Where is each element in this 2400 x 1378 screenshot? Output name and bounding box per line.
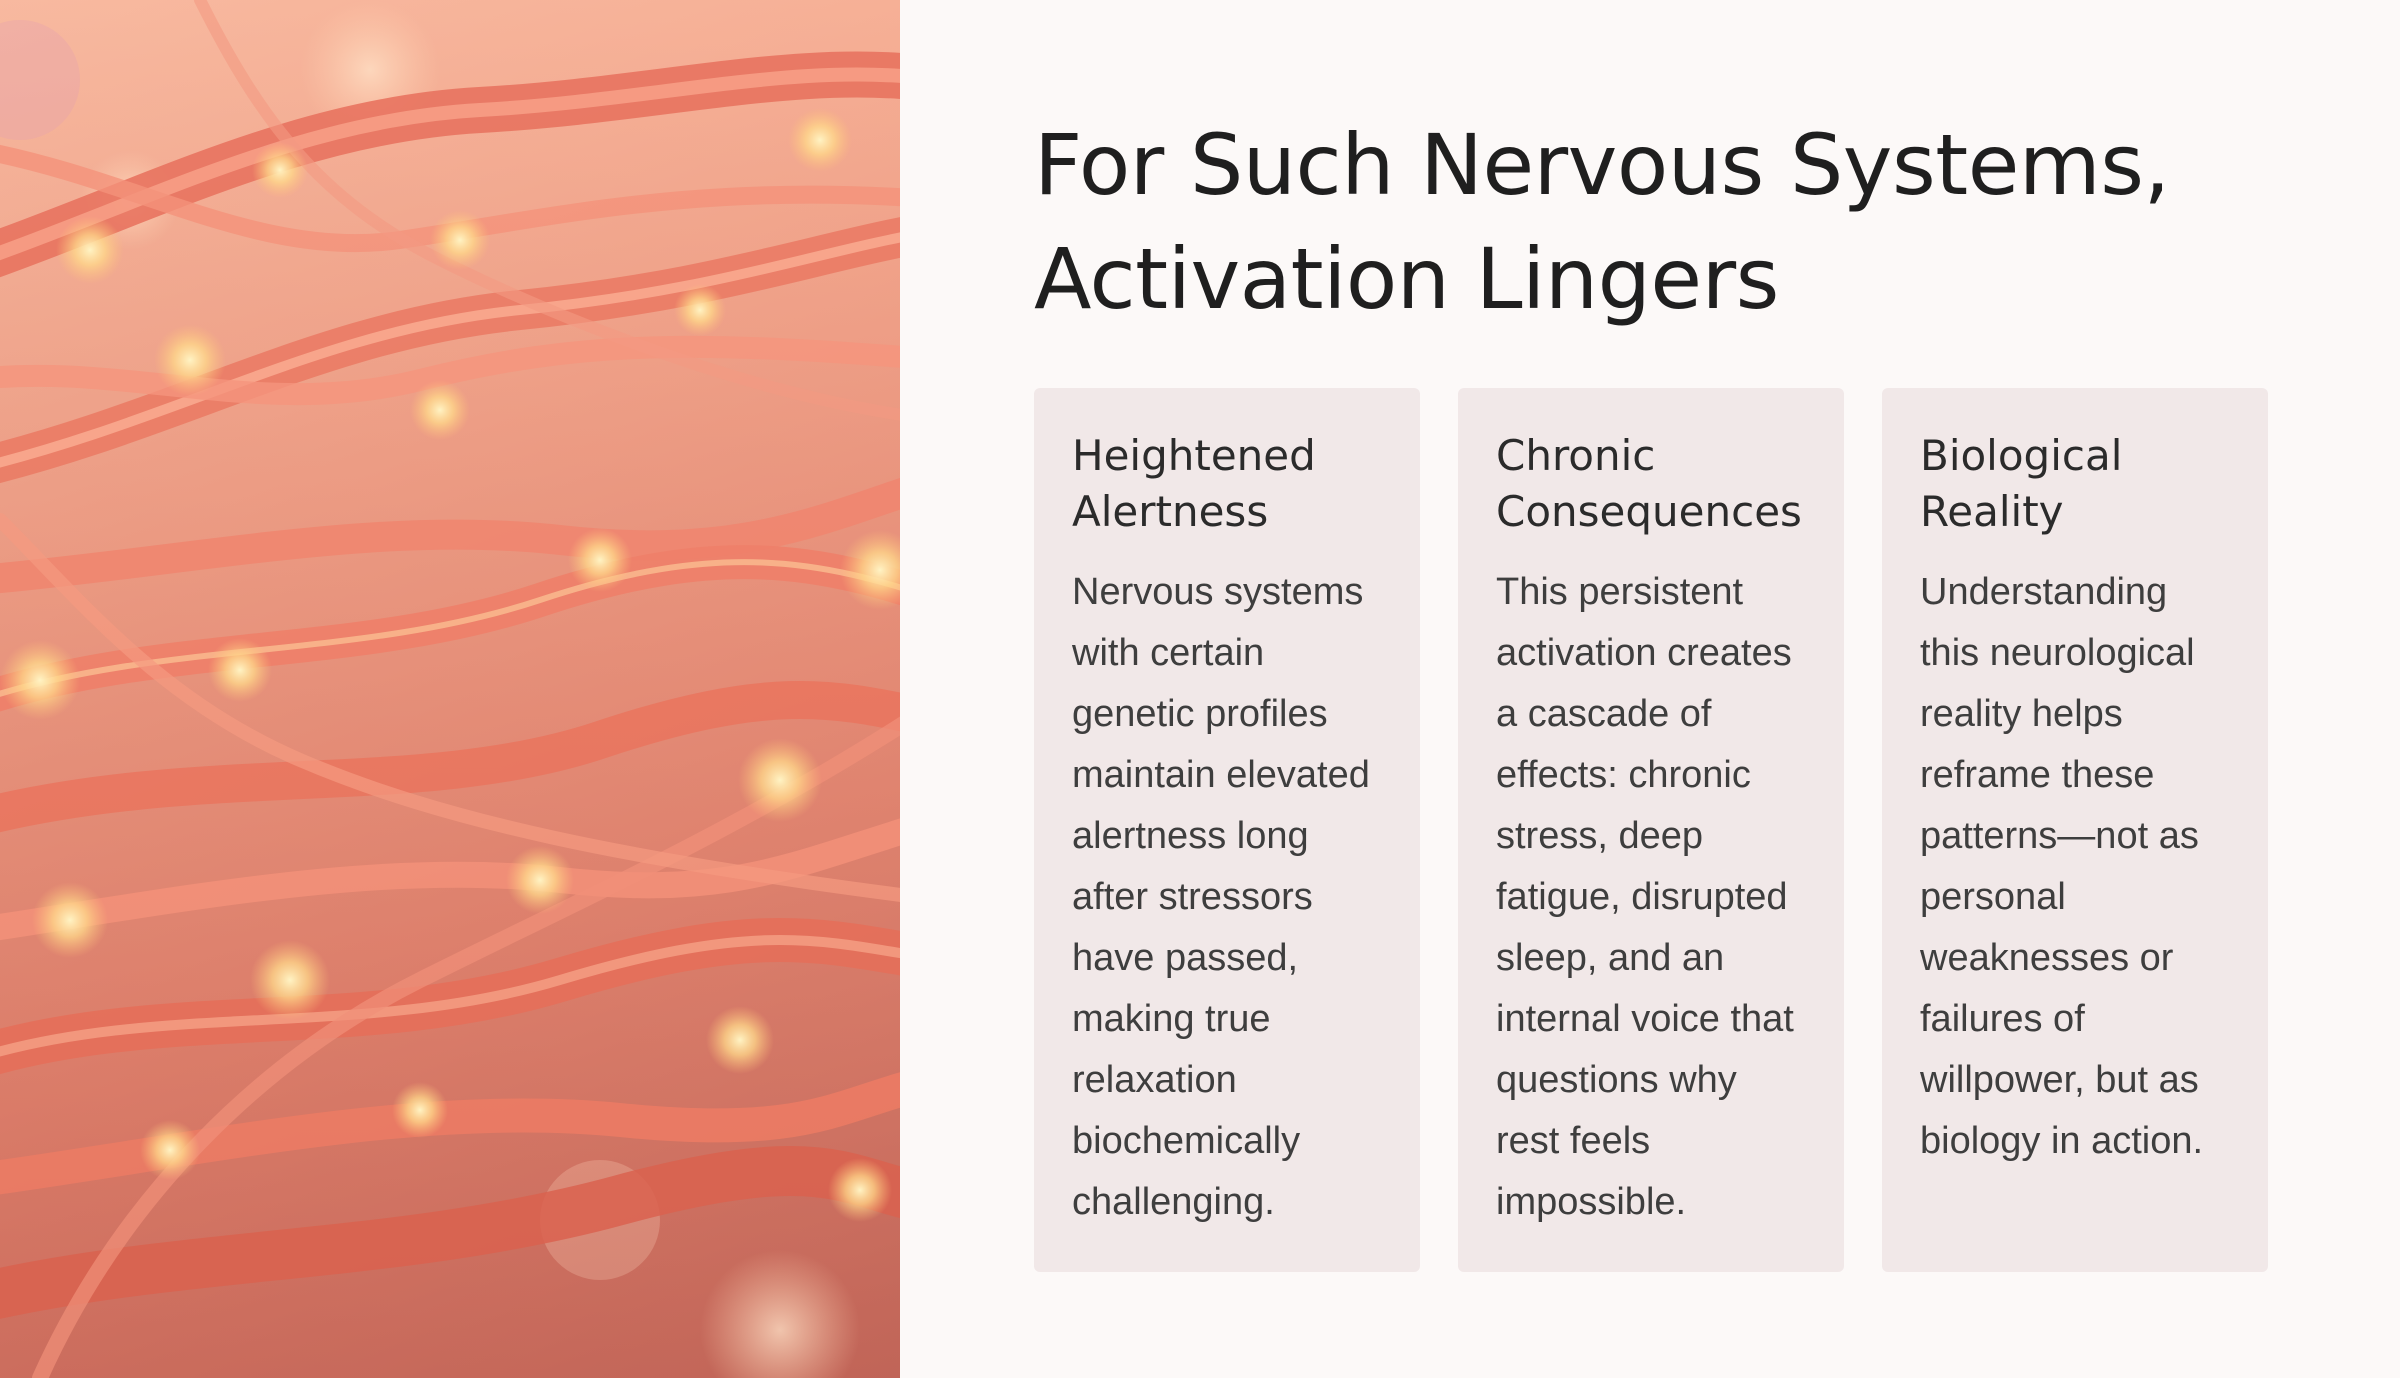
card-body-line: personal (1920, 876, 2066, 918)
card-body-line: biochemically (1072, 1120, 1301, 1162)
card-body-line: failures of (1920, 998, 2085, 1040)
card-body-line: willpower, but as (1920, 1059, 2199, 1101)
card-body-line: alertness long (1072, 815, 1309, 857)
card-title-line: Biological (1920, 431, 2123, 480)
card-title-line: Heightened (1072, 431, 1316, 480)
nerve-fibers-image (0, 0, 900, 1378)
card-body-line: sleep, and an (1496, 937, 1725, 979)
card-body-line: have passed, (1072, 937, 1299, 979)
nerve-fibers-illustration (0, 0, 900, 1378)
card-body-line: rest feels (1496, 1120, 1651, 1162)
card-body-line: questions why (1496, 1059, 1737, 1101)
card-title-line: Consequences (1496, 487, 1802, 536)
card-title: Heightened Alertness (1072, 428, 1382, 540)
card-title-line: Alertness (1072, 487, 1269, 536)
card-body-line: patterns—not as (1920, 815, 2199, 857)
card-body-line: genetic profiles (1072, 693, 1328, 735)
card-body-line: reframe these (1920, 754, 2155, 796)
card-body-line: biology in action. (1920, 1120, 2204, 1162)
card-body-line: this neurological (1920, 632, 2195, 674)
card-body-line: relaxation (1072, 1059, 1237, 1101)
content-panel: For Such Nervous Systems, Activation Lin… (1034, 0, 2334, 1378)
card-body-line: fatigue, disrupted (1496, 876, 1788, 918)
card-heightened-alertness: Heightened Alertness Nervous systems wit… (1034, 388, 1420, 1272)
card-body-line: internal voice that (1496, 998, 1794, 1040)
card-title: Biological Reality (1920, 428, 2230, 540)
card-body-line: after stressors (1072, 876, 1313, 918)
card-body-line: activation creates (1496, 632, 1792, 674)
card-body-line: a cascade of (1496, 693, 1712, 735)
card-body-line: reality helps (1920, 693, 2123, 735)
card-title-line: Chronic (1496, 431, 1656, 480)
card-body: Nervous systems with certain genetic pro… (1072, 562, 1382, 1233)
card-body-line: weaknesses or (1920, 937, 2174, 979)
card-title: Chronic Consequences (1496, 428, 1806, 540)
card-body-line: stress, deep (1496, 815, 1703, 857)
card-body-line: Nervous systems (1072, 571, 1364, 613)
card-row: Heightened Alertness Nervous systems wit… (1034, 388, 2268, 1272)
card-body-line: impossible. (1496, 1181, 1687, 1223)
card-chronic-consequences: Chronic Consequences This persistent act… (1458, 388, 1844, 1272)
card-body-line: challenging. (1072, 1181, 1275, 1223)
card-body: Understanding this neurological reality … (1920, 562, 2230, 1172)
card-body-line: with certain (1072, 632, 1265, 674)
card-body-line: Understanding (1920, 571, 2168, 613)
card-body-line: This persistent (1496, 571, 1744, 613)
card-body-line: effects: chronic (1496, 754, 1751, 796)
card-title-line: Reality (1920, 487, 2064, 536)
slide-title-line: Activation Lingers (1034, 230, 1779, 328)
slide-title: For Such Nervous Systems, Activation Lin… (1034, 108, 2334, 336)
slide-title-line: For Such Nervous Systems, (1034, 116, 2170, 214)
card-biological-reality: Biological Reality Understanding this ne… (1882, 388, 2268, 1272)
card-body-line: maintain elevated (1072, 754, 1370, 796)
card-body-line: making true (1072, 998, 1271, 1040)
card-body: This persistent activation creates a cas… (1496, 562, 1806, 1233)
